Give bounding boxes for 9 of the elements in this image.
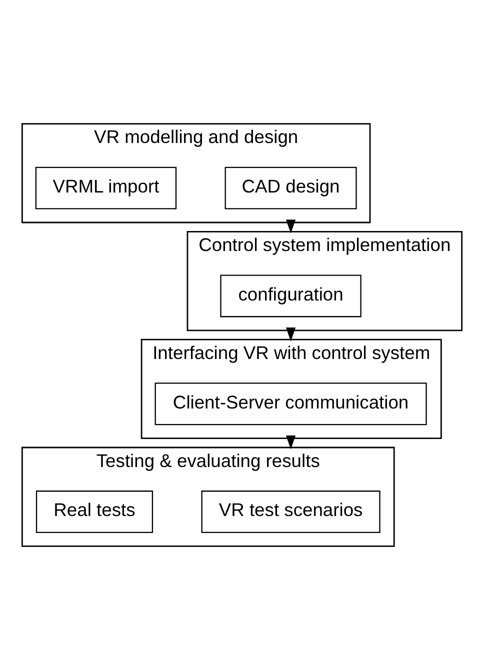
node-box: CAD design [224,166,357,209]
node-box: configuration [220,274,362,317]
node-box: Client-Server communication [154,382,427,425]
node-box: VR test scenarios [201,490,380,533]
arrow [286,219,296,233]
arrow [286,327,296,341]
node-box: VRML import [35,166,177,209]
node-box: Real tests [36,490,154,533]
arrow [286,434,296,449]
